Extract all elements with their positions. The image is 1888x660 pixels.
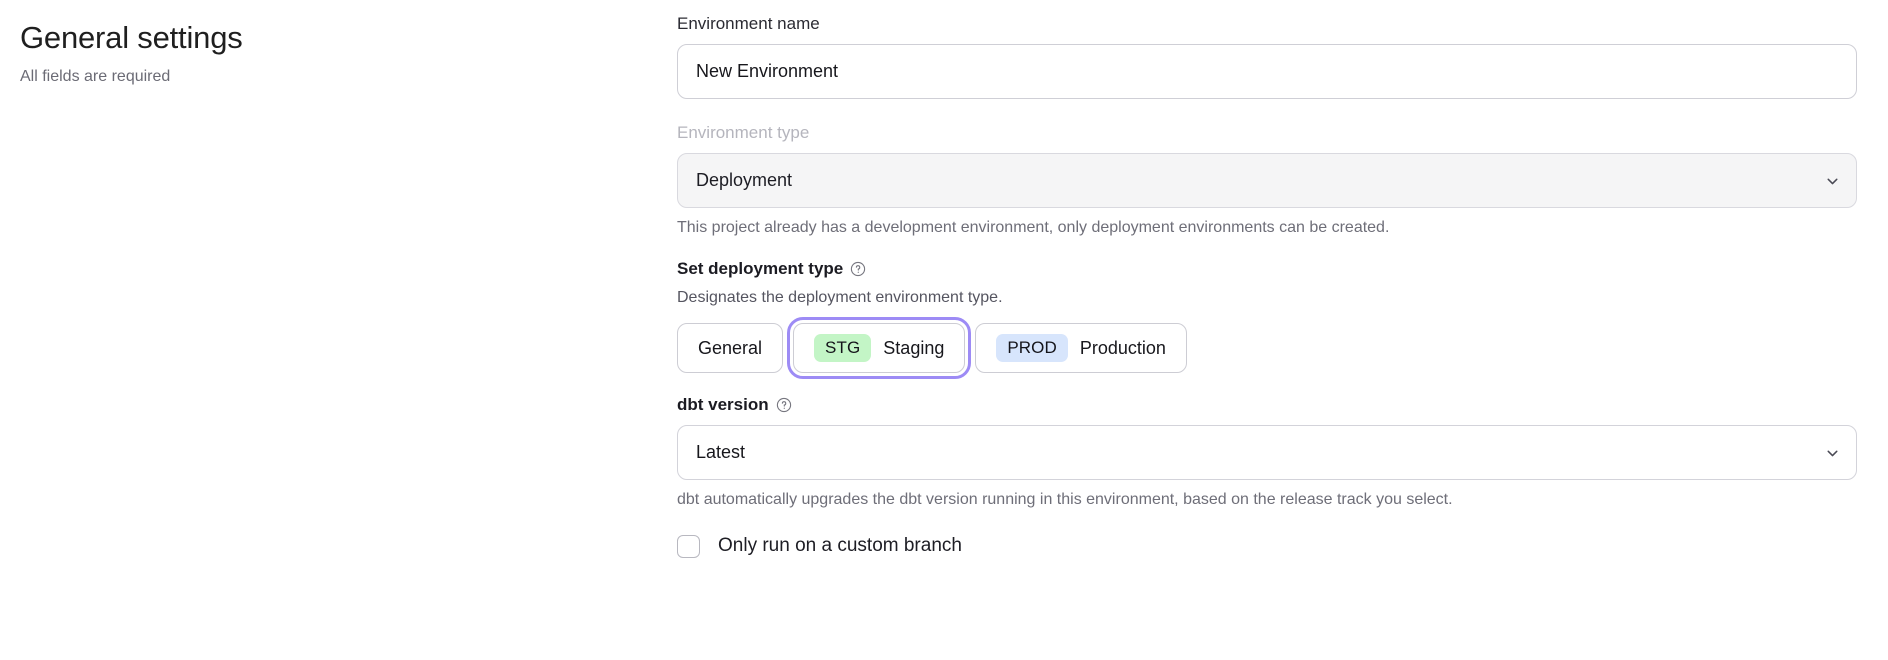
deployment-type-option-staging[interactable]: STG Staging [787,317,972,379]
dbt-version-hint: dbt automatically upgrades the dbt versi… [677,491,1453,508]
field-dbt-version: dbt version Latest dbt automatica [677,393,1857,511]
field-custom-branch: Only run on a custom branch [677,534,1857,558]
environment-name-input[interactable] [677,44,1857,99]
deployment-type-option-production-label: Production [1079,337,1166,358]
deployment-type-label: Set deployment type [677,259,844,278]
deployment-type-description: Designates the deployment environment ty… [677,289,1003,306]
page-subtitle: All fields are required [20,68,171,85]
environment-type-label: Environment type [677,123,810,142]
deployment-type-option-production[interactable]: PROD Production [975,323,1187,373]
settings-form: Environment name Environment type Deploy… [677,12,1857,558]
question-circle-icon[interactable] [776,397,792,413]
deployment-type-options: General STG Staging PROD Production [677,317,1857,379]
environment-type-select-wrapper[interactable]: Deployment [677,153,1857,208]
field-environment-name: Environment name [677,12,1857,99]
field-deployment-type: Set deployment type Designates the deplo… [677,257,1857,379]
custom-branch-label: Only run on a custom branch [718,535,962,556]
environment-type-select[interactable]: Deployment [677,153,1857,208]
deployment-type-option-general-label: General [698,337,763,358]
question-circle-icon[interactable] [850,261,866,277]
page-title: General settings [20,20,243,55]
environment-name-label: Environment name [677,14,820,33]
production-badge: PROD [996,334,1068,362]
dbt-version-label: dbt version [677,395,769,414]
deployment-type-label-row: Set deployment type [677,257,866,281]
environment-type-hint: This project already has a development e… [677,219,1390,236]
staging-badge: STG [814,334,872,362]
deployment-type-option-staging-label: Staging [883,337,945,358]
dbt-version-label-row: dbt version [677,393,792,417]
section-header: General settings All fields are required [20,18,620,88]
deployment-type-option-general[interactable]: General [677,323,784,373]
dbt-version-select-wrapper[interactable]: Latest [677,425,1857,480]
field-environment-type: Environment type Deployment This project… [677,121,1857,239]
dbt-version-select[interactable]: Latest [677,425,1857,480]
custom-branch-checkbox[interactable] [677,534,700,558]
